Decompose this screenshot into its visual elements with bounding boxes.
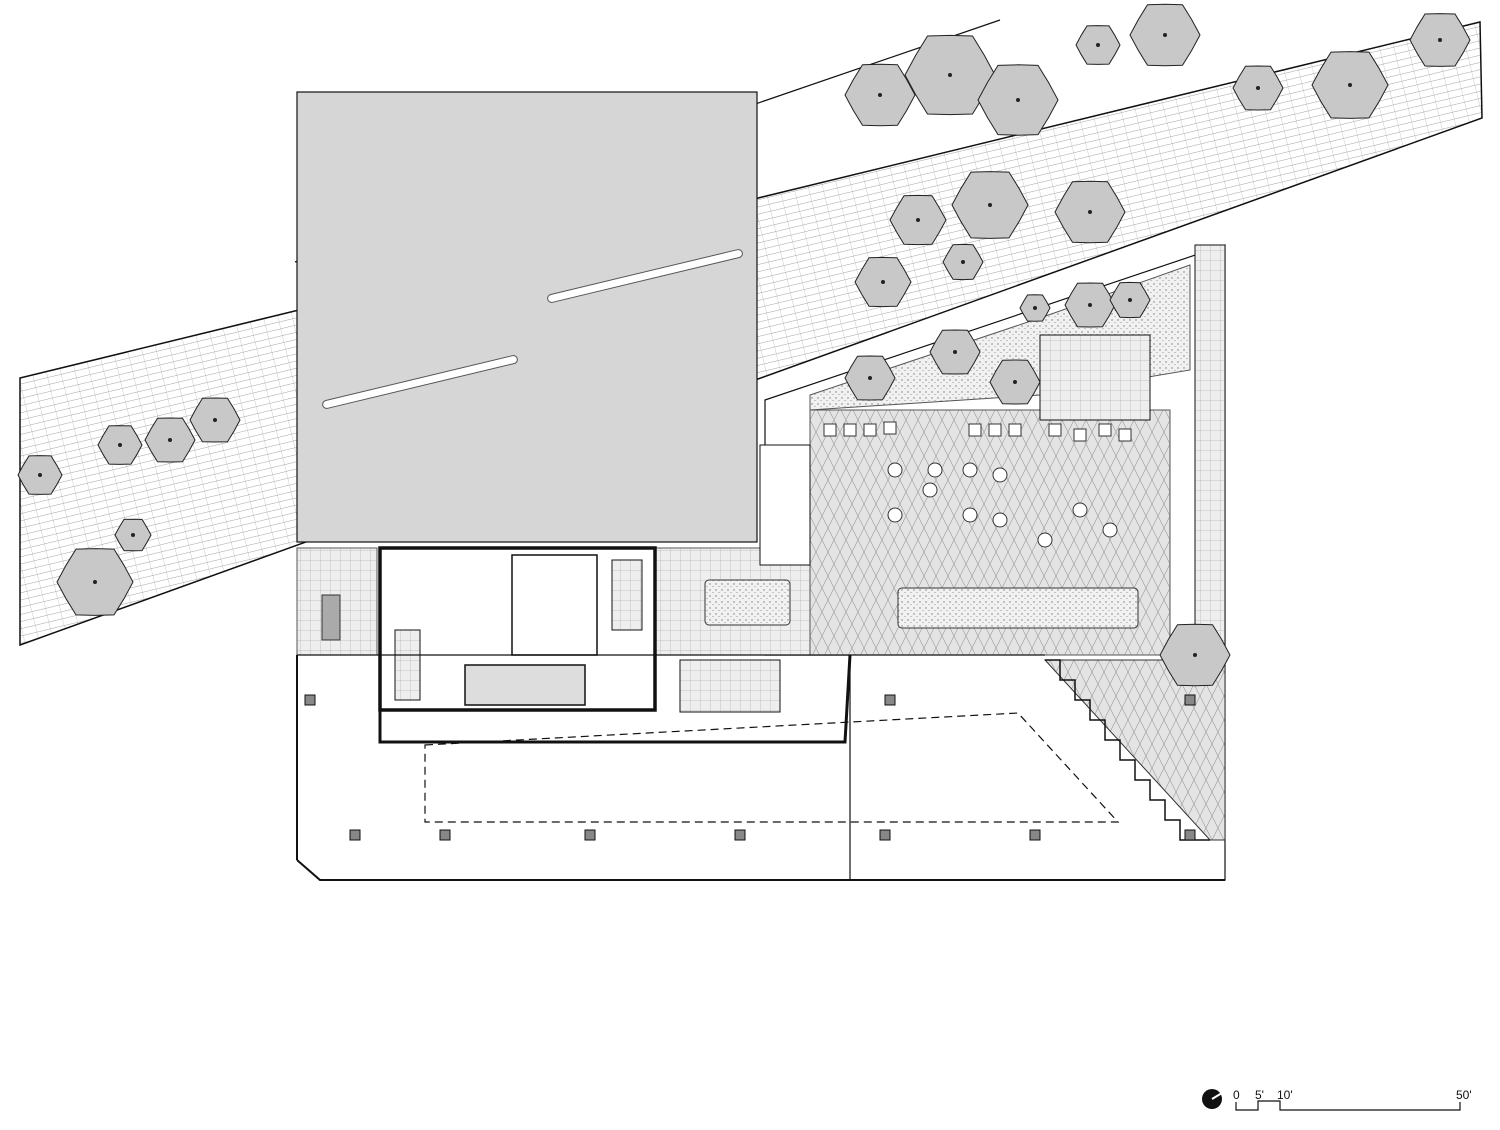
- tree-trunk: [1438, 38, 1442, 42]
- deck-slot: [322, 355, 518, 409]
- core-south-wall: [378, 654, 852, 744]
- structural-column: [734, 829, 746, 841]
- tree-trunk: [1088, 303, 1092, 307]
- structural-column: [1184, 829, 1196, 841]
- tree-trunk: [118, 443, 122, 447]
- stair-block: [759, 444, 811, 566]
- chair: [843, 423, 857, 437]
- scale-label-10: 10': [1277, 1088, 1293, 1102]
- stepped-facade: [1045, 659, 1210, 841]
- planter-left: [704, 579, 791, 626]
- cafe-table: [992, 467, 1008, 483]
- linear-planter: [897, 587, 1139, 629]
- elevator-bank: [464, 664, 586, 706]
- scale-bar: 0 5' 10' 50': [1202, 1088, 1472, 1111]
- tree-trunk: [213, 418, 217, 422]
- tree-trunk: [878, 93, 882, 97]
- tree-trunk: [948, 73, 952, 77]
- tree-trunk: [1128, 298, 1132, 302]
- chair: [823, 423, 837, 437]
- cafe-table: [962, 507, 978, 523]
- office-floor-outline: [296, 655, 1225, 881]
- structural-column: [439, 829, 451, 841]
- tree-trunk: [131, 533, 135, 537]
- cafe-table: [1102, 522, 1118, 538]
- tree-trunk: [881, 280, 885, 284]
- tree-trunk: [38, 473, 42, 477]
- tree-trunk: [916, 218, 920, 222]
- conference-table: [321, 594, 341, 641]
- cafe-table: [887, 507, 903, 523]
- adjacent-building-mass: [296, 91, 758, 543]
- east-walkway: [1194, 244, 1226, 666]
- structural-column: [1029, 829, 1041, 841]
- chair: [1048, 423, 1062, 437]
- tree-trunk: [1163, 33, 1167, 37]
- freight-stair: [679, 659, 781, 713]
- tree-trunk: [1193, 653, 1197, 657]
- office-dashed-zone: [424, 712, 1120, 823]
- tree-trunk: [961, 260, 965, 264]
- tree-trunk: [1256, 86, 1260, 90]
- structural-column: [879, 829, 891, 841]
- cafe-table: [1037, 532, 1053, 548]
- chair: [1008, 423, 1022, 437]
- terrace-stair: [1039, 334, 1151, 421]
- cafe-table: [962, 462, 978, 478]
- chair: [968, 423, 982, 437]
- tree-trunk: [1088, 210, 1092, 214]
- tree-trunk: [1096, 43, 1100, 47]
- restrooms: [511, 554, 598, 656]
- chair: [1098, 423, 1112, 437]
- structural-column: [584, 829, 596, 841]
- cafe-table: [922, 482, 938, 498]
- cafe-table: [1072, 502, 1088, 518]
- structural-column: [884, 694, 896, 706]
- tree-trunk: [93, 580, 97, 584]
- cafe-table: [887, 462, 903, 478]
- scale-label-0: 0: [1233, 1088, 1240, 1102]
- tree-trunk: [868, 376, 872, 380]
- tree-trunk: [953, 350, 957, 354]
- deck-slot: [547, 249, 743, 303]
- tree-trunk: [1013, 380, 1017, 384]
- scale-label-5: 5': [1255, 1088, 1264, 1102]
- chair: [1118, 428, 1132, 442]
- scale-label-50: 50': [1456, 1088, 1472, 1102]
- cafe-table: [992, 512, 1008, 528]
- chair: [1073, 428, 1087, 442]
- chair: [863, 423, 877, 437]
- chair: [988, 423, 1002, 437]
- structural-column: [1184, 694, 1196, 706]
- stair-core: [394, 629, 421, 701]
- structural-column: [304, 694, 316, 706]
- tree-trunk: [988, 203, 992, 207]
- stair-core-east: [611, 559, 643, 631]
- tree-trunk: [1016, 98, 1020, 102]
- cafe-table: [927, 462, 943, 478]
- tree-trunk: [1348, 83, 1352, 87]
- tree-trunk: [1033, 306, 1037, 310]
- chair: [883, 421, 897, 435]
- tree-trunk: [168, 438, 172, 442]
- structural-column: [349, 829, 361, 841]
